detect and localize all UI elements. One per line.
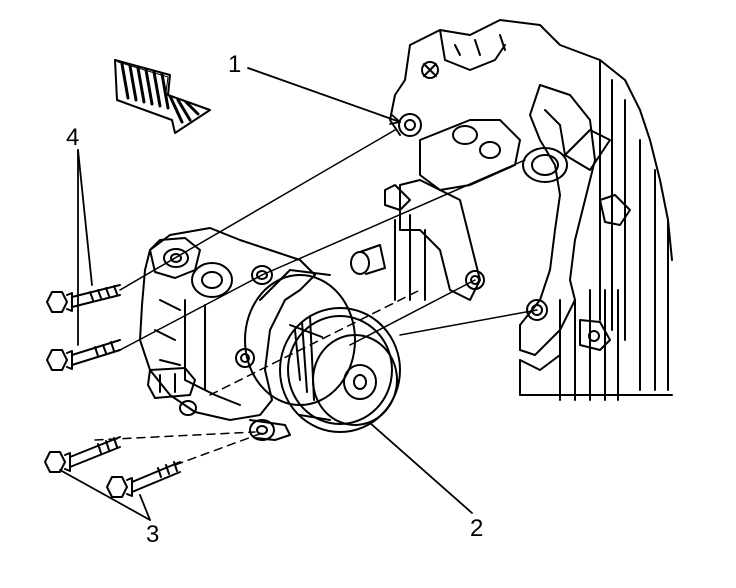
bolt-upper-long bbox=[46, 339, 121, 371]
front-direction-arrow-icon bbox=[114, 59, 211, 134]
callout-4: 4 bbox=[66, 124, 80, 151]
callout-1: 1 bbox=[228, 51, 242, 78]
engine-block bbox=[350, 19, 673, 401]
alignment-lines bbox=[94, 129, 538, 466]
ac-compressor bbox=[139, 227, 401, 441]
bolt-lower-right bbox=[106, 461, 181, 498]
callout-2: 2 bbox=[470, 515, 484, 542]
callout-3: 3 bbox=[146, 521, 160, 548]
bolt-lower-left bbox=[44, 436, 121, 473]
bolt-upper-short bbox=[46, 284, 121, 313]
leader-lines bbox=[59, 67, 473, 521]
